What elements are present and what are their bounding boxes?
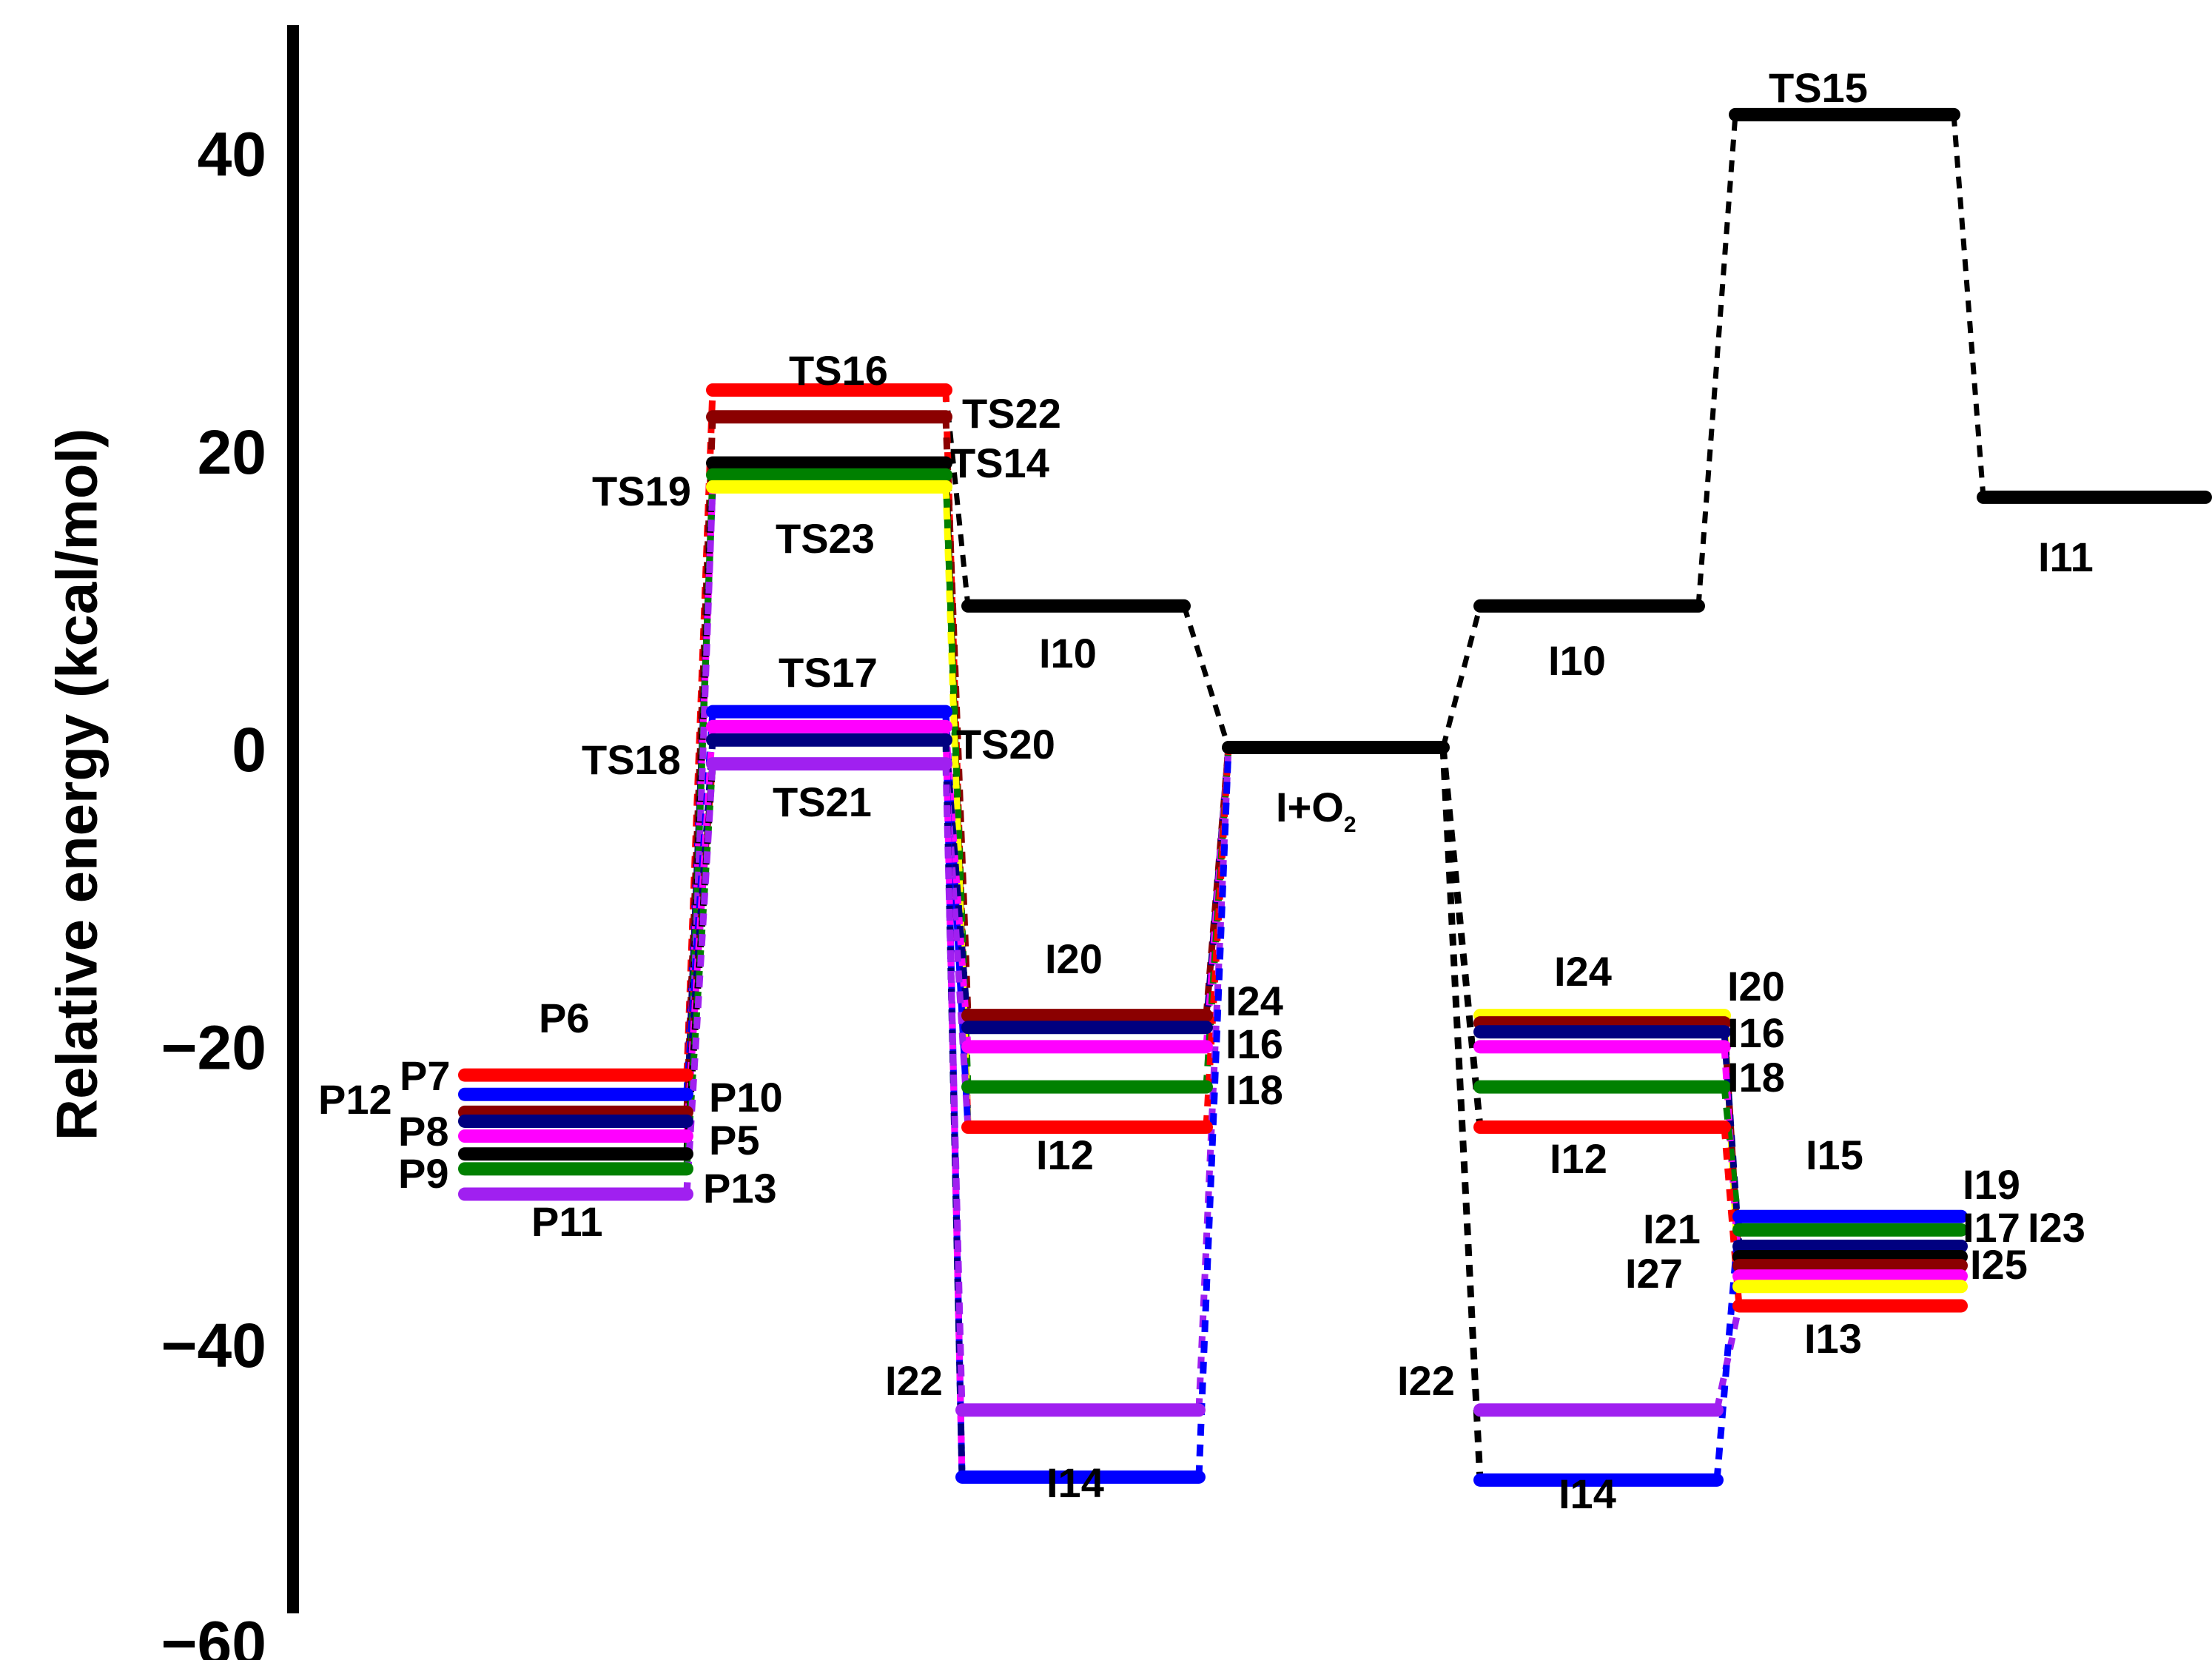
label-I14-left: I14	[1046, 1459, 1104, 1506]
label-TS18: TS18	[582, 736, 681, 783]
label-I19: I19	[1963, 1161, 2020, 1208]
label-I11: I11	[2038, 534, 2094, 580]
label-I-O2-sub: 2	[1344, 813, 1357, 837]
connector-line	[942, 486, 972, 1128]
label-P13: P13	[703, 1165, 777, 1212]
label-TS22: TS22	[962, 390, 1061, 437]
label-I20-right: I20	[1727, 963, 1785, 1009]
label-P10: P10	[709, 1074, 783, 1120]
connector-lines	[683, 114, 1986, 1481]
label-I13: I13	[1804, 1315, 1862, 1362]
label-I10-right: I10	[1548, 637, 1606, 684]
label-TS14: TS14	[950, 440, 1049, 486]
label-TS20: TS20	[956, 721, 1055, 767]
label-I24-right: I24	[1554, 948, 1612, 995]
y-tick-label: 40	[198, 119, 266, 189]
connector-line	[1713, 1216, 1743, 1481]
label-P5: P5	[709, 1117, 760, 1163]
y-tick-label: 0	[232, 715, 266, 784]
label-I-O2-main: I+O	[1276, 784, 1344, 830]
label-I12-right: I12	[1550, 1135, 1607, 1182]
label-TS21: TS21	[773, 779, 872, 825]
label-I16-right: I16	[1727, 1009, 1785, 1056]
connector-line	[683, 486, 716, 1194]
label-I-O2: I+O2	[1276, 784, 1357, 837]
label-P12: P12	[318, 1076, 392, 1123]
label-P7: P7	[400, 1052, 451, 1099]
label-TS23: TS23	[776, 515, 875, 562]
label-I15: I15	[1806, 1132, 1863, 1178]
label-TS16: TS16	[789, 347, 888, 394]
connector-line	[942, 763, 966, 1411]
label-I14-right: I14	[1559, 1471, 1616, 1517]
connector-line	[1951, 114, 1986, 498]
label-I23: I23	[2028, 1204, 2085, 1251]
y-tick-labels: 40 20 0 −20 −40 −60	[161, 119, 267, 1660]
label-P6: P6	[539, 995, 590, 1041]
label-I24-left: I24	[1226, 978, 1283, 1024]
connector-line	[1181, 605, 1231, 748]
label-I18-left: I18	[1226, 1066, 1283, 1113]
label-I21: I21	[1643, 1206, 1701, 1252]
label-I25: I25	[1970, 1241, 2028, 1288]
connector-line	[1439, 747, 1484, 1481]
y-tick-label: −60	[161, 1608, 267, 1660]
connector-line	[943, 389, 971, 607]
connector-line	[1195, 747, 1232, 1478]
y-tick-label: −40	[161, 1311, 267, 1380]
connector-line	[1695, 114, 1738, 607]
label-TS19: TS19	[592, 468, 691, 514]
connector-line	[1713, 1305, 1743, 1411]
label-P9: P9	[398, 1150, 449, 1197]
label-I18-right: I18	[1727, 1054, 1785, 1100]
y-tick-label: −20	[161, 1013, 267, 1083]
state-labels: P6 P7 P12 P8 P9 P10 P5 P13 P11 TS16 TS22…	[318, 64, 2094, 1517]
label-I10-left: I10	[1039, 630, 1097, 676]
label-P8: P8	[398, 1108, 449, 1155]
connector-line	[1721, 1086, 1743, 1231]
label-TS17: TS17	[779, 649, 878, 696]
connector-line	[1440, 605, 1483, 748]
label-P11: P11	[531, 1198, 603, 1245]
label-I17: I17	[1963, 1204, 2020, 1251]
label-I27: I27	[1625, 1250, 1683, 1297]
energy-levels	[458, 107, 2212, 1487]
label-I22-right: I22	[1397, 1357, 1455, 1404]
y-tick-label: 20	[198, 417, 266, 487]
label-I16-left: I16	[1226, 1021, 1283, 1067]
label-I22-left: I22	[885, 1357, 943, 1404]
connector-line	[1439, 747, 1484, 1128]
label-I12-left: I12	[1036, 1132, 1094, 1178]
label-I20-left: I20	[1045, 935, 1103, 982]
y-axis-title: Relative energy (kcal/mol)	[44, 429, 110, 1140]
label-TS15: TS15	[1769, 64, 1868, 111]
